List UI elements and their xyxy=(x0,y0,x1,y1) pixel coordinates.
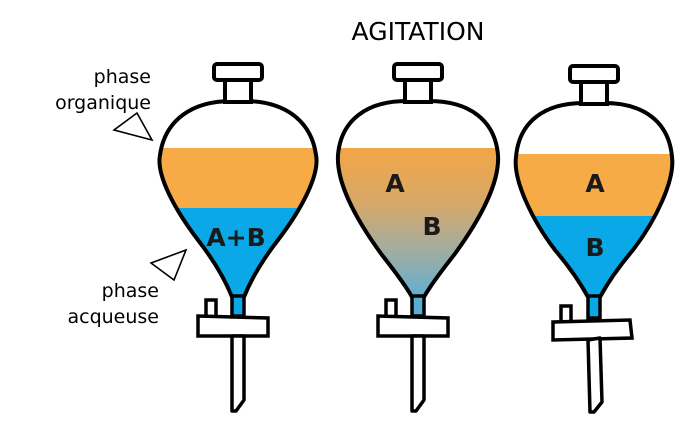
content-label-a: A xyxy=(385,169,405,198)
stem-upper[interactable] xyxy=(410,294,426,318)
stopper xyxy=(392,62,444,82)
stopper xyxy=(212,62,264,82)
stem-upper[interactable] xyxy=(586,294,602,320)
funnel-after: A B xyxy=(513,64,675,414)
stopcock[interactable] xyxy=(551,318,634,342)
organic-phase-label-line2: organique xyxy=(55,92,151,114)
page-title: AGITATION xyxy=(352,17,485,46)
stopcock[interactable] xyxy=(196,314,270,338)
stem-tip xyxy=(230,334,246,413)
stem-tip xyxy=(410,334,426,413)
content-label-ab: A+B xyxy=(206,223,265,252)
organic-phase-pointer-arrow xyxy=(112,111,154,142)
content-label-b: B xyxy=(422,212,441,241)
stem-tip xyxy=(586,336,604,414)
organic-layer xyxy=(159,148,317,208)
content-label-b: B xyxy=(585,233,604,262)
aqueous-phase-pointer-arrow xyxy=(149,248,188,282)
funnel-before: A+B xyxy=(157,62,319,413)
stem-upper[interactable] xyxy=(230,294,246,318)
organic-phase-label-line1: phase xyxy=(94,66,151,88)
aqueous-phase-label-line1: phase xyxy=(102,280,159,302)
mixed-layer xyxy=(337,148,499,297)
organic-layer xyxy=(515,154,673,216)
funnel-agitation: A B xyxy=(335,62,501,413)
stopcock[interactable] xyxy=(376,314,450,338)
stopper xyxy=(568,64,620,84)
content-label-a: A xyxy=(585,169,605,198)
aqueous-phase-label-line2: acqueuse xyxy=(67,306,159,328)
